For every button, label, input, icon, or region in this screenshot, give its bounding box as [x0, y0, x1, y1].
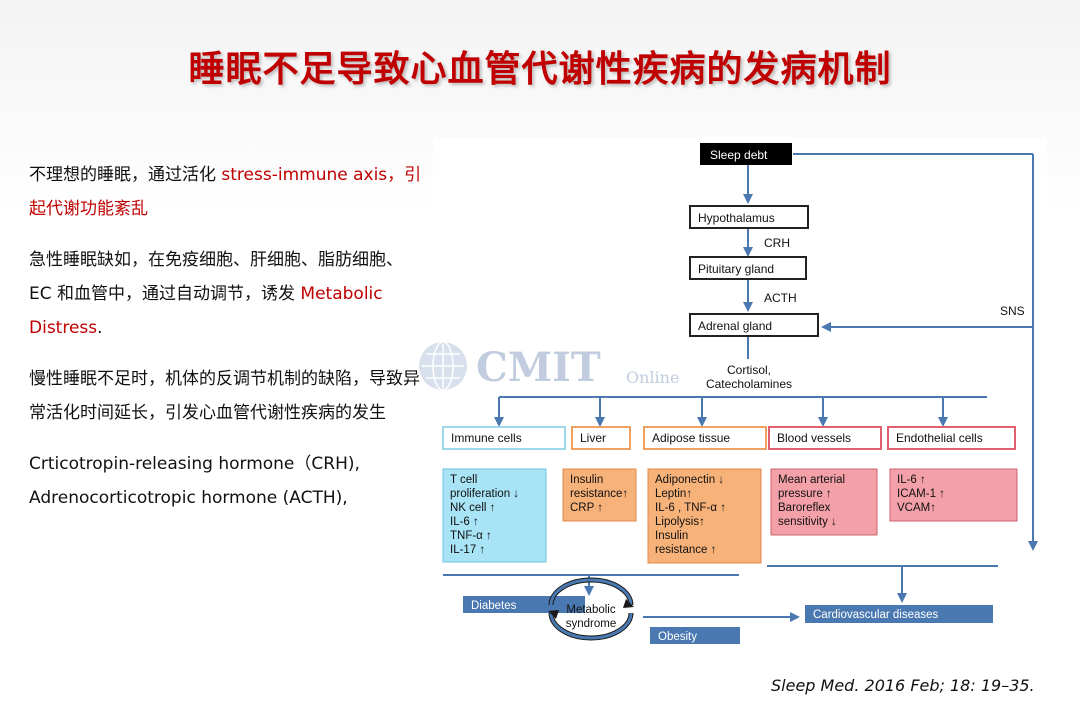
adrenal-label: Adrenal gland — [698, 319, 772, 333]
catecholamines-label: Catecholamines — [706, 377, 792, 391]
acth-definition: Adrenocorticotropic hormone (ACTH), — [29, 488, 348, 508]
adipose-effect: Lipolysis↑ — [655, 516, 705, 528]
arrows — [443, 153, 1038, 622]
p1-text: 不理想的睡眠，通过活化 — [29, 165, 222, 185]
adipose-effect: resistance ↑ — [655, 544, 716, 556]
target-immune: Immune cells — [442, 426, 566, 450]
diabetes-box: Diabetes — [463, 596, 585, 613]
effects-blood: Mean arterial pressure ↑ Baroreflex sens… — [770, 468, 878, 536]
citation: Sleep Med. 2016 Feb; 18: 19–35. — [771, 676, 1035, 695]
immune-effect: IL-6 ↑ — [450, 516, 479, 528]
mechanism-diagram: Sleep debt Hypothalamus CRH Pituitary gl… — [433, 137, 1047, 661]
immune-effect: NK cell ↑ — [450, 502, 495, 514]
obesity-box: Obesity — [650, 627, 740, 644]
adipose-label: Adipose tissue — [652, 431, 730, 445]
immune-effect: TNF-α ↑ — [450, 530, 492, 542]
target-blood: Blood vessels — [768, 426, 882, 450]
endothelial-effect: ICAM-1 ↑ — [897, 488, 945, 500]
liver-effect: CRP ↑ — [570, 502, 603, 514]
liver-effect: resistance↑ — [570, 488, 628, 500]
p2-highlight: Metabolic Distress — [29, 284, 383, 338]
liver-label: Liver — [580, 431, 606, 445]
effects-liver: Insulin resistance↑ CRP ↑ — [562, 468, 637, 522]
endothelial-label: Endothelial cells — [896, 431, 983, 445]
metabolic-label: Metabolic — [566, 604, 615, 616]
diabetes-label: Diabetes — [471, 600, 517, 612]
paragraph-acute: 急性睡眠缺如，在免疫细胞、肝细胞、脂肪细胞、EC 和血管中，通过自动调节，诱发 … — [29, 243, 424, 345]
pituitary-box: Pituitary gland — [689, 256, 807, 280]
pituitary-label: Pituitary gland — [698, 262, 774, 276]
sns-label: SNS — [1000, 304, 1025, 318]
watermark-text: CMIT — [476, 344, 601, 391]
sleep-debt-label: Sleep debt — [710, 148, 768, 162]
p1-highlight: stress-immune axis，引起代谢功能紊乱 — [29, 165, 422, 219]
globe-icon — [419, 341, 467, 391]
obesity-label: Obesity — [658, 631, 697, 643]
paragraph-chronic: 慢性睡眠不足时，机体的反调节机制的缺陷，导致异常活化时间延长，引发心血管代谢性疾… — [29, 369, 420, 423]
cvd-box: Cardiovascular diseases — [805, 605, 993, 623]
syndrome-label: syndrome — [566, 618, 617, 630]
cvd-label: Cardiovascular diseases — [813, 609, 939, 621]
immune-effect: T cell — [450, 474, 477, 486]
blood-effect: Baroreflex — [778, 502, 831, 514]
blood-label: Blood vessels — [777, 431, 851, 445]
blood-effect: sensitivity ↓ — [778, 516, 837, 528]
hypothalamus-label: Hypothalamus — [698, 211, 775, 225]
watermark-subtext: Online — [626, 368, 680, 387]
hypothalamus-box: Hypothalamus — [689, 205, 809, 229]
cmit-watermark: CMIT Online — [414, 340, 684, 392]
adipose-effect: Adiponectin ↓ — [655, 474, 724, 486]
adrenal-box: Adrenal gland — [689, 313, 819, 337]
slide-title: 睡眠不足导致心血管代谢性疾病的发病机制 — [188, 49, 892, 90]
crh-label: CRH — [764, 236, 790, 250]
sleep-debt-box: Sleep debt — [700, 143, 792, 165]
target-liver: Liver — [571, 426, 631, 450]
immune-effect: proliferation ↓ — [450, 488, 519, 500]
adipose-effect: Insulin — [655, 530, 688, 542]
target-adipose: Adipose tissue — [643, 426, 767, 450]
endothelial-effect: IL-6 ↑ — [897, 474, 926, 486]
acth-label: ACTH — [764, 291, 797, 305]
endothelial-effect: VCAM↑ — [897, 502, 936, 514]
paragraph-stress-immune: 不理想的睡眠，通过活化 stress-immune axis，引起代谢功能紊乱 — [29, 158, 424, 226]
p2-text: 急性睡眠缺如，在免疫细胞、肝细胞、脂肪细胞、EC 和血管中，通过自动调节，诱发 — [29, 250, 403, 304]
adipose-effect: IL-6 , TNF-α ↑ — [655, 502, 726, 514]
cortisol-label: Cortisol, — [727, 363, 771, 377]
adipose-effect: Leptin↑ — [655, 488, 692, 500]
target-endothelial: Endothelial cells — [887, 426, 1016, 450]
metabolic-cycle: Metabolic syndrome — [548, 577, 634, 641]
effects-adipose: Adiponectin ↓ Leptin↑ IL-6 , TNF-α ↑ Lip… — [647, 468, 762, 564]
blood-effect: Mean arterial — [778, 474, 845, 486]
diagram-svg: Sleep debt Hypothalamus CRH Pituitary gl… — [442, 143, 1038, 644]
p2-end: . — [97, 318, 103, 338]
blood-effect: pressure ↑ — [778, 488, 832, 500]
liver-effect: Insulin — [570, 474, 603, 486]
paragraph-abbreviations: Crticotropin-releasing hormone（CRH), Adre… — [29, 447, 424, 515]
effects-endothelial: IL-6 ↑ ICAM-1 ↑ VCAM↑ — [889, 468, 1018, 522]
immune-label: Immune cells — [451, 431, 522, 445]
effects-immune: T cell proliferation ↓ NK cell ↑ IL-6 ↑ … — [442, 468, 547, 563]
explanation-text: 不理想的睡眠，通过活化 stress-immune axis，引起代谢功能紊乱 … — [29, 158, 424, 532]
crh-definition: Crticotropin-releasing hormone（CRH), — [29, 454, 360, 474]
immune-effect: IL-17 ↑ — [450, 544, 485, 556]
